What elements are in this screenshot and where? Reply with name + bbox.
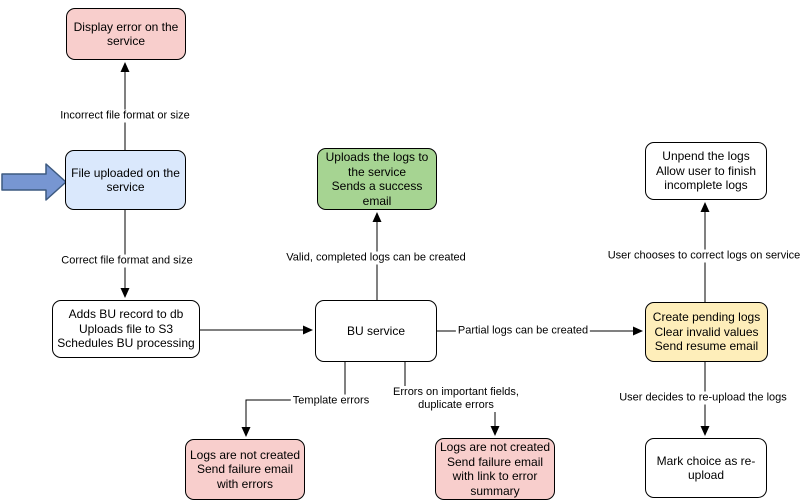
node-line: incomplete logs bbox=[664, 178, 748, 193]
node-line: Send failure email bbox=[446, 454, 544, 469]
node-file-uploaded: File uploaded on the service bbox=[65, 150, 186, 210]
node-bu-service: BU service bbox=[315, 300, 437, 362]
node-line: Uploads file to S3 bbox=[78, 321, 174, 336]
node-line: Clear invalid values bbox=[654, 324, 759, 339]
edge-label-reupload: User decides to re-upload the logs bbox=[617, 391, 789, 405]
node-line: email bbox=[362, 193, 392, 208]
node-line: BU service bbox=[346, 323, 405, 338]
node-display-error: Display error on the service bbox=[66, 8, 186, 60]
node-line: Mark choice as re- bbox=[656, 453, 756, 468]
node-line: Unpend the logs bbox=[662, 149, 750, 164]
node-line: Send failure email bbox=[196, 462, 294, 477]
edge-label-field-errors: Errors on important fields, duplicate er… bbox=[391, 386, 521, 412]
node-adds-bu-record: Adds BU record to db Uploads file to S3 … bbox=[52, 300, 200, 358]
node-line: summary bbox=[470, 483, 520, 498]
node-line: Uploads the logs to bbox=[325, 150, 429, 164]
node-line: with link to error bbox=[452, 469, 538, 483]
edge-label-valid-logs: Valid, completed logs can be created bbox=[284, 251, 468, 265]
node-line: Logs are not created bbox=[439, 440, 551, 454]
node-uploads-logs-success: Uploads the logs to the service Sends a … bbox=[317, 148, 437, 210]
edge-label-correct-on-service: User chooses to correct logs on service bbox=[605, 249, 801, 263]
node-line: the service bbox=[347, 164, 407, 179]
node-line: Create pending logs bbox=[652, 310, 761, 325]
node-mark-reupload: Mark choice as re- upload bbox=[645, 438, 767, 498]
node-fail-template-errors: Logs are not created Send failure email … bbox=[185, 439, 305, 500]
node-line: Send resume email bbox=[654, 339, 759, 354]
node-line: Display error on the bbox=[73, 19, 179, 34]
start-arrow-icon bbox=[1, 163, 67, 201]
node-unpend-logs: Unpend the logs Allow user to finish inc… bbox=[645, 142, 767, 200]
node-create-pending-logs: Create pending logs Clear invalid values… bbox=[645, 302, 768, 362]
node-line: Logs are not created bbox=[189, 447, 301, 462]
edge-label-line: Errors on important fields, bbox=[393, 386, 519, 398]
edge-label-partial-logs: Partial logs can be created bbox=[455, 324, 591, 338]
node-line: Sends a success bbox=[331, 179, 423, 193]
edge-label-incorrect-format: Incorrect file format or size bbox=[58, 109, 192, 123]
node-fail-field-errors: Logs are not created Send failure email … bbox=[435, 438, 555, 500]
node-line: service bbox=[106, 180, 145, 194]
edge-label-template-errors: Template errors bbox=[290, 394, 372, 408]
node-line: with errors bbox=[216, 476, 273, 491]
node-line: service bbox=[106, 34, 145, 48]
edge-label-correct-format: Correct file format and size bbox=[59, 254, 195, 268]
node-line: File uploaded on the bbox=[71, 165, 180, 180]
edge-label-line: duplicate errors bbox=[418, 399, 494, 411]
node-line: upload bbox=[687, 468, 725, 482]
node-line: Schedules BU processing bbox=[57, 336, 195, 351]
node-line: Allow user to finish bbox=[655, 163, 757, 178]
node-line: Adds BU record to db bbox=[68, 307, 184, 322]
